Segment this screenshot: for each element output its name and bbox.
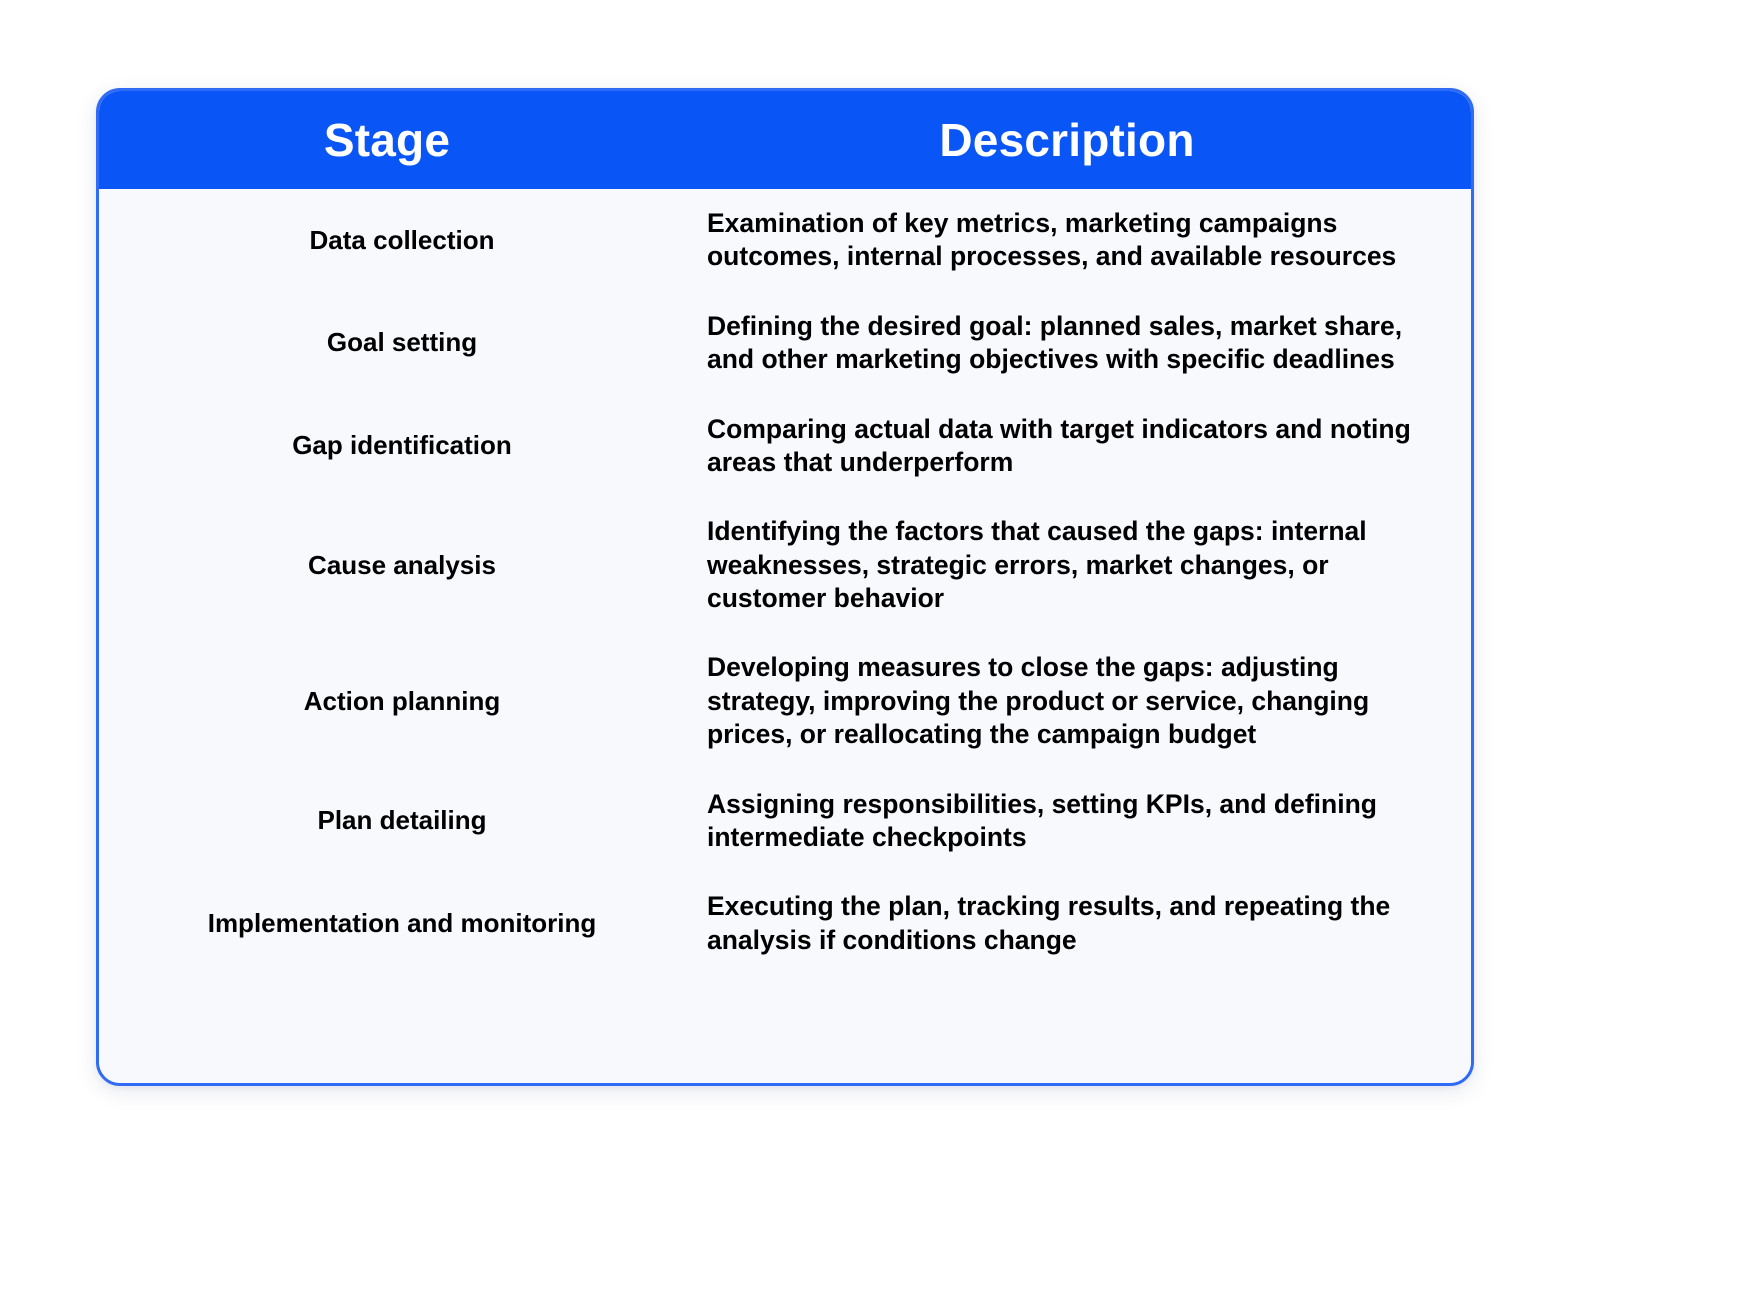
cell-description: Identifying the factors that caused the … <box>707 516 1367 613</box>
table-row: Cause analysis Identifying the factors t… <box>99 497 1471 633</box>
table-body: Data collection Examination of key metri… <box>99 189 1471 1083</box>
table-row: Gap identification Comparing actual data… <box>99 395 1471 498</box>
column-header-description: Description <box>939 114 1195 166</box>
cell-stage: Data collection <box>309 224 495 255</box>
cell-description: Assigning responsibilities, setting KPIs… <box>707 788 1377 852</box>
table-row: Action planning Developing measures to c… <box>99 633 1471 769</box>
column-header-stage: Stage <box>323 114 451 166</box>
cell-stage: Cause analysis <box>308 549 496 580</box>
cell-stage: Gap identification <box>292 430 512 461</box>
cell-description: Examination of key metrics, marketing ca… <box>707 208 1397 272</box>
cell-description: Defining the desired goal: planned sales… <box>707 310 1403 375</box>
table-header-row: Stage Description <box>99 91 1471 189</box>
cell-description: Executing the plan, tracking results, an… <box>707 891 1391 955</box>
table-row: Goal setting Defining the desired goal: … <box>99 292 1471 395</box>
stages-table-card: Stage Description Data collection Examin… <box>96 88 1474 1086</box>
cell-stage: Implementation and monitoring <box>207 907 597 938</box>
cell-description: Comparing actual data with target indica… <box>707 413 1411 477</box>
cell-stage: Goal setting <box>326 327 478 358</box>
cell-description: Developing measures to close the gaps: a… <box>707 652 1370 750</box>
cell-stage: Action planning <box>303 685 501 716</box>
table-row: Implementation and monitoring Executing … <box>99 872 1471 975</box>
cell-stage: Plan detailing <box>317 805 487 836</box>
table-row: Plan detailing Assigning responsibilitie… <box>99 770 1471 873</box>
table-row: Data collection Examination of key metri… <box>99 189 1471 292</box>
